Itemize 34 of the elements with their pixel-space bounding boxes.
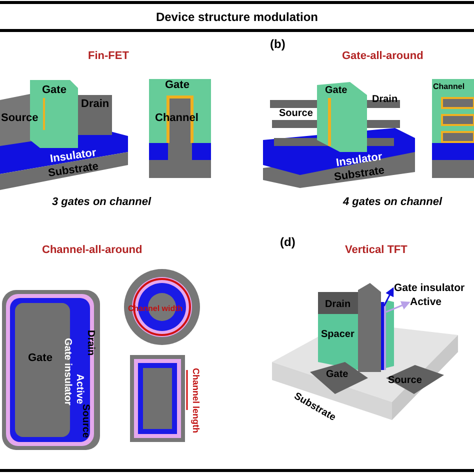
part-label: Spacer — [321, 328, 354, 341]
part-label: Substrate — [333, 164, 386, 184]
part-label: Gate — [42, 84, 66, 97]
part-label: Active — [73, 374, 85, 404]
title: Device structure modulation — [154, 9, 320, 26]
part-label: Drain — [84, 330, 97, 356]
part-label: Channel length — [190, 368, 202, 433]
part-label: Gate insulator — [61, 338, 74, 406]
part-label: Gate — [165, 79, 190, 92]
active-strip — [384, 302, 386, 370]
panel-title: Gate-all-around — [342, 50, 424, 63]
gate-insulator-strip — [381, 302, 384, 370]
part-label: Source — [79, 404, 92, 438]
part-label: Substrate — [47, 160, 100, 180]
leader-label: Gate insulator — [394, 282, 465, 295]
part-label: Source — [388, 374, 422, 387]
part-label: Source — [279, 107, 313, 120]
leader-arrow — [383, 287, 394, 306]
part-label: Gate — [326, 368, 348, 381]
caption: 4 gates on channel — [343, 196, 442, 209]
part-label: Drain — [372, 93, 398, 106]
part-label: Gate — [28, 352, 52, 365]
caption: 3 gates on channel — [52, 196, 152, 209]
panel-title: Vertical TFT — [345, 244, 408, 257]
part-label: Drain — [81, 98, 110, 111]
panel-title: Channel-all-around — [42, 244, 142, 257]
part-label: Channel — [433, 81, 465, 93]
panel-letter: (b) — [270, 38, 286, 51]
leader-arrow — [386, 301, 410, 313]
leader-label: Active — [410, 296, 442, 309]
part-label: Drain — [325, 298, 351, 311]
part-label: Gate — [325, 84, 348, 97]
panel-title: Fin-FET — [88, 50, 129, 63]
panel-letter: (d) — [280, 236, 296, 249]
